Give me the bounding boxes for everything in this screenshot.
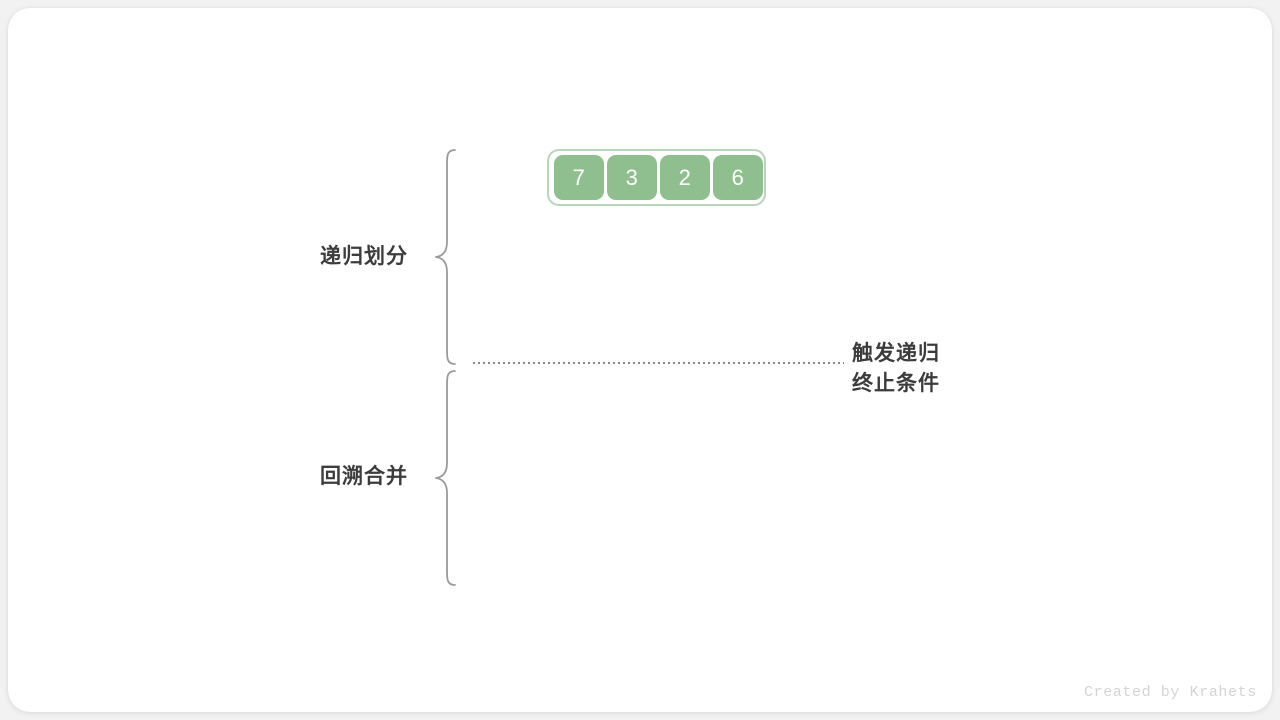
merge-phase-brace (433, 367, 459, 589)
array-cell: 2 (660, 155, 710, 200)
diagram-card: 7 3 2 6 递归划分 回溯合并 触发递归 终止条件 (8, 8, 1272, 712)
array-cell: 6 (713, 155, 763, 200)
phase-label-divide: 递归划分 (320, 245, 408, 268)
recursion-base-case-divider (473, 362, 844, 364)
base-case-annotation-line2: 终止条件 (852, 372, 940, 395)
phase-label-merge: 回溯合并 (320, 465, 408, 488)
divide-phase-brace (433, 146, 459, 368)
array-frame: 7 3 2 6 (547, 149, 766, 206)
base-case-annotation-line1: 触发递归 (852, 342, 940, 365)
array-cell: 3 (607, 155, 657, 200)
array-cells: 7 3 2 6 (554, 155, 763, 200)
array-cell: 7 (554, 155, 604, 200)
base-case-annotation: 触发递归 终止条件 (852, 339, 940, 399)
watermark-credit: Created by Krahets (1084, 684, 1257, 701)
